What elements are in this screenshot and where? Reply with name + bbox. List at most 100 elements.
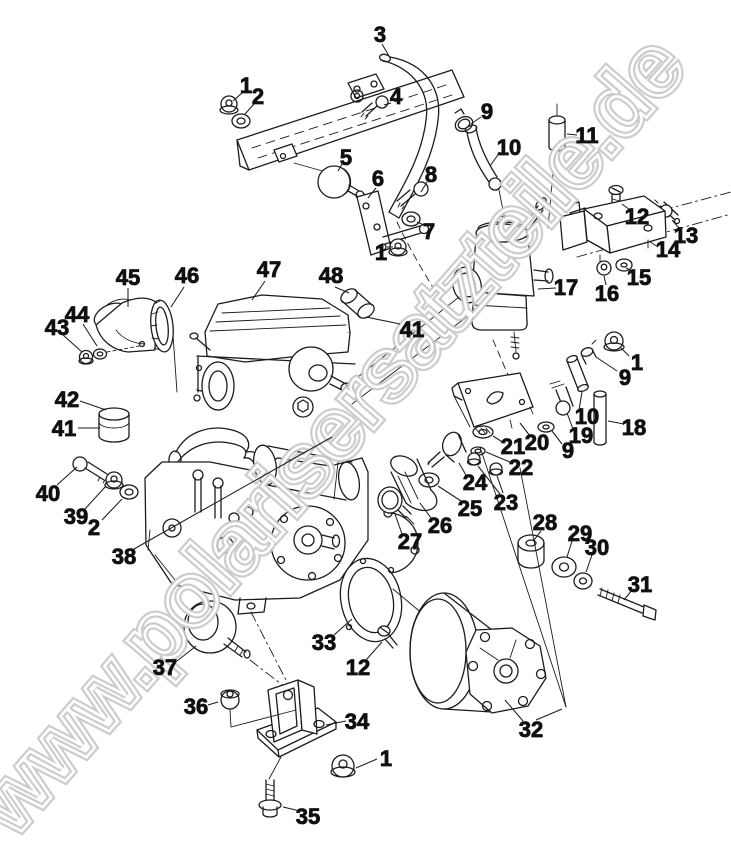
- water-pump: [409, 592, 547, 714]
- leader-line-part-3: [381, 43, 390, 57]
- part-number-23: 23: [494, 490, 518, 515]
- frame-rail-left: [236, 69, 465, 173]
- leader-line-part-1: [232, 92, 243, 102]
- leader-line-part-9: [470, 116, 482, 125]
- part-number-7: 7: [423, 219, 435, 244]
- leader-line-part-12: [365, 641, 383, 661]
- leader-line-part-46: [170, 286, 185, 308]
- construction-lines: [479, 446, 567, 708]
- leader-line-part-14: [648, 240, 659, 248]
- part-number-12: 12: [625, 204, 649, 229]
- leader-line-part-11: [566, 133, 578, 136]
- leader-line-part-41: [365, 316, 401, 325]
- vent-parts: [537, 331, 625, 446]
- leader-line-part-18: [607, 420, 625, 425]
- part-number-11: 11: [575, 123, 598, 148]
- part-number-5: 5: [340, 145, 352, 170]
- leader-line-part-1: [355, 758, 378, 769]
- part-number-21: 21: [501, 434, 525, 459]
- part-number-6: 6: [372, 166, 384, 191]
- part-number-18: 18: [622, 415, 646, 440]
- leader-line-part-15: [625, 267, 633, 272]
- mount-cluster: [377, 372, 534, 525]
- part-number-1: 1: [631, 350, 643, 375]
- part-number-31: 31: [628, 572, 652, 597]
- leader-line-part-23: [477, 465, 501, 495]
- leader-line-part-16: [603, 275, 607, 286]
- upper-fasteners: [219, 95, 430, 257]
- part-number-24: 24: [463, 470, 488, 495]
- part-number-36: 36: [184, 694, 208, 719]
- leader-line-part-27: [394, 513, 403, 535]
- leader-line-part-8: [420, 181, 428, 193]
- leader-line-part-35: [282, 806, 301, 812]
- part-number-10: 10: [497, 135, 521, 160]
- leader-line-part-37: [176, 645, 197, 662]
- part-number-1: 1: [375, 240, 387, 265]
- leader-line-part-32: [504, 699, 524, 722]
- leader-line-part-10: [489, 151, 501, 167]
- part-number-8: 8: [425, 162, 437, 187]
- leader-line-part-31: [623, 589, 633, 601]
- leader-line-part-34: [325, 720, 347, 726]
- part-number-38: 38: [112, 544, 136, 569]
- leader-line-part-40: [56, 466, 78, 486]
- leader-line-part-42: [79, 400, 107, 411]
- leader-line-part-23: [496, 475, 504, 494]
- part-number-42: 42: [55, 387, 79, 412]
- leader-line-part-20: [519, 422, 531, 437]
- part-number-43: 43: [45, 315, 69, 340]
- part-number-39: 39: [64, 504, 88, 529]
- leader-line-part-4: [383, 102, 392, 106]
- part-number-9: 9: [562, 438, 574, 463]
- leader-line-part-24: [458, 462, 468, 478]
- leader-line-part-1: [620, 347, 630, 357]
- part-number-45: 45: [116, 265, 140, 290]
- part-number-13: 13: [674, 223, 698, 248]
- leader-line-part-17: [537, 287, 557, 290]
- frame-rail-right: [559, 184, 731, 276]
- part-number-37: 37: [153, 655, 177, 680]
- part-number-16: 16: [595, 281, 619, 306]
- intake-boot: [78, 297, 178, 393]
- part-number-9: 9: [481, 99, 493, 124]
- part-number-10: 10: [575, 404, 599, 429]
- part-number-4: 4: [390, 84, 403, 109]
- leader-line-part-2: [244, 103, 255, 115]
- leader-line-part-33: [333, 618, 353, 636]
- leader-line-part-22: [485, 451, 513, 464]
- part-number-25: 25: [458, 496, 482, 521]
- leader-line-part-12: [621, 203, 631, 211]
- part-number-26: 26: [428, 513, 452, 538]
- part-number-3: 3: [374, 22, 386, 47]
- leader-line-part-5: [337, 163, 343, 172]
- part-number-20: 20: [525, 430, 549, 455]
- part-number-27: 27: [398, 529, 422, 554]
- leader-line-part-28: [533, 530, 542, 541]
- part-number-22: 22: [509, 455, 533, 480]
- leader-line-part-13: [671, 219, 680, 229]
- hose-part3: [378, 53, 451, 315]
- engine-mount-parts: [183, 600, 356, 818]
- part-number-9: 9: [619, 365, 631, 390]
- part-number-32: 32: [519, 717, 543, 742]
- part-number-15: 15: [627, 265, 651, 290]
- part-number-46: 46: [175, 263, 199, 288]
- part-number-1: 1: [380, 746, 392, 771]
- leader-line-part-9: [595, 356, 618, 372]
- part-number-28: 28: [533, 510, 557, 535]
- leader-line-part-7: [416, 221, 425, 226]
- diagram-line-art: [72, 53, 731, 818]
- part-number-29: 29: [568, 521, 592, 546]
- leader-line-part-39: [84, 485, 107, 510]
- left-fasteners: [72, 407, 139, 500]
- part-number-17: 17: [554, 275, 578, 300]
- leader-line-part-30: [585, 554, 593, 573]
- leader-line-part-43: [62, 334, 83, 353]
- part-number-47: 47: [257, 257, 281, 282]
- carburetor: [343, 197, 554, 405]
- leader-line-part-25: [437, 485, 462, 502]
